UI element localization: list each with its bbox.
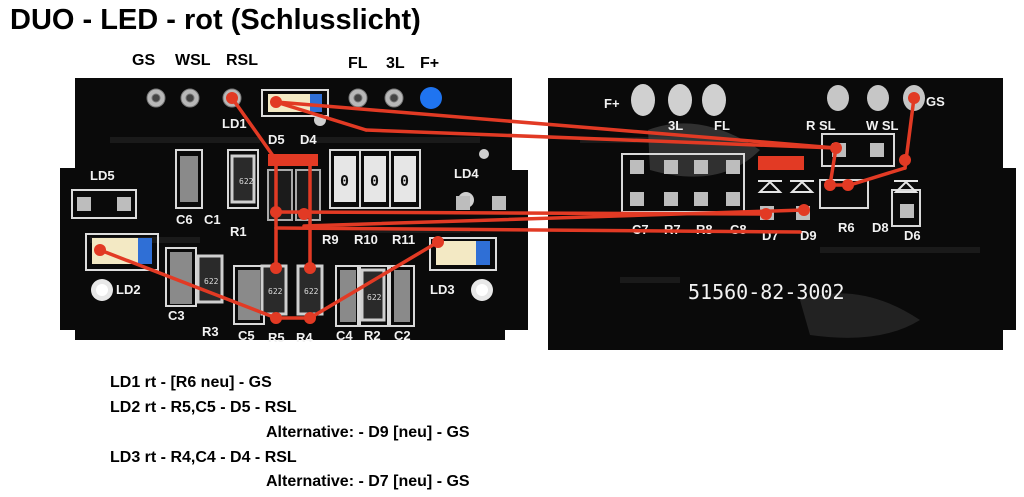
silk-ld5: LD5 <box>90 168 115 183</box>
silk-fl: FL <box>714 118 730 133</box>
silk-c2: C2 <box>394 328 411 343</box>
pin-label-fl: FL <box>348 55 368 72</box>
silk-d5: D5 <box>268 132 285 147</box>
ld4-pads <box>456 196 506 210</box>
silk-c4: C4 <box>336 328 353 343</box>
red-wiring-overlay <box>98 96 916 320</box>
diode-symbols <box>757 180 919 193</box>
led-ld2 <box>85 233 159 271</box>
resistor-codes: 622 622 622 622 622 <box>204 177 382 302</box>
pin-label-gs: GS <box>132 52 156 69</box>
silk-d4: D4 <box>300 132 317 147</box>
silk-c6: C6 <box>176 212 193 227</box>
silk-r1: R1 <box>230 224 247 239</box>
left-pcb-board: 622 622 622 622 622 0 0 0 LD1 D5 D4 LD5 … <box>60 78 528 345</box>
silk-r8: R8 <box>696 222 713 237</box>
wire-junction-dots <box>94 92 920 324</box>
silk-ld3: LD3 <box>430 282 455 297</box>
silk-ld2: LD2 <box>116 282 141 297</box>
resistor-code-r4: 622 <box>304 287 319 296</box>
silk-c3: C3 <box>168 308 185 323</box>
resistor-code-r2: 622 <box>367 293 382 302</box>
resistor-code-r5: 622 <box>268 287 283 296</box>
silk-wsl: W SL <box>866 118 899 133</box>
zero-ohm-r10: 0 <box>370 172 379 190</box>
resistor-code-r3: 622 <box>204 277 219 286</box>
zero-ohm-marks: 0 0 0 <box>340 172 409 190</box>
silk-r10: R10 <box>354 232 378 247</box>
component-outlines-left <box>165 149 421 327</box>
silk-d9: D9 <box>800 228 817 243</box>
silk-gs: GS <box>926 94 945 109</box>
silkscreen-left: LD1 D5 D4 LD5 LD4 C6 C1 R1 R9 R10 R11 LD… <box>90 116 479 345</box>
silk-rsl: R SL <box>806 118 836 133</box>
header-pads-right <box>631 84 925 338</box>
note-ld2-alternative: Alternative: - D9 [neu] - GS <box>266 424 470 441</box>
note-ld3-alternative: Alternative: - D7 [neu] - GS <box>266 473 470 490</box>
silk-ld1: LD1 <box>222 116 247 131</box>
pin-label-fplus: F+ <box>420 55 440 72</box>
part-number: 51560-82-3002 <box>688 280 845 304</box>
silk-r11: R11 <box>392 232 415 247</box>
silk-ld4: LD4 <box>454 166 479 181</box>
silk-fplus: F+ <box>604 96 620 111</box>
zero-ohm-r11: 0 <box>400 172 409 190</box>
silk-r3: R3 <box>202 324 219 339</box>
silk-d6: D6 <box>904 228 921 243</box>
silk-c5: C5 <box>238 328 255 343</box>
pin-label-rsl: RSL <box>226 52 258 69</box>
silk-c1: C1 <box>204 212 221 227</box>
pin-label-3l: 3L <box>386 55 405 72</box>
silk-r9: R9 <box>322 232 339 247</box>
note-ld1: LD1 rt - [R6 neu] - GS <box>110 374 272 391</box>
silk-r4: R4 <box>296 330 313 345</box>
resistor-code-r1: 622 <box>239 177 254 186</box>
fplus-marker-dot <box>420 87 442 109</box>
silk-d8: D8 <box>872 220 889 235</box>
pin-label-wsl: WSL <box>175 52 211 69</box>
header-pads-left <box>146 88 404 108</box>
note-ld3: LD3 rt - R4,C4 - D4 - RSL <box>110 449 297 466</box>
note-ld2: LD2 rt - R5,C5 - D5 - RSL <box>110 399 297 416</box>
silk-c8: C8 <box>730 222 747 237</box>
page-title: DUO - LED - rot (Schlusslicht) <box>10 4 421 36</box>
silk-r6: R6 <box>838 220 855 235</box>
silk-r2: R2 <box>364 328 381 343</box>
ld5-pads <box>71 189 137 219</box>
silk-3l: 3L <box>668 118 683 133</box>
zero-ohm-r9: 0 <box>340 172 349 190</box>
silk-r5: R5 <box>268 330 285 345</box>
